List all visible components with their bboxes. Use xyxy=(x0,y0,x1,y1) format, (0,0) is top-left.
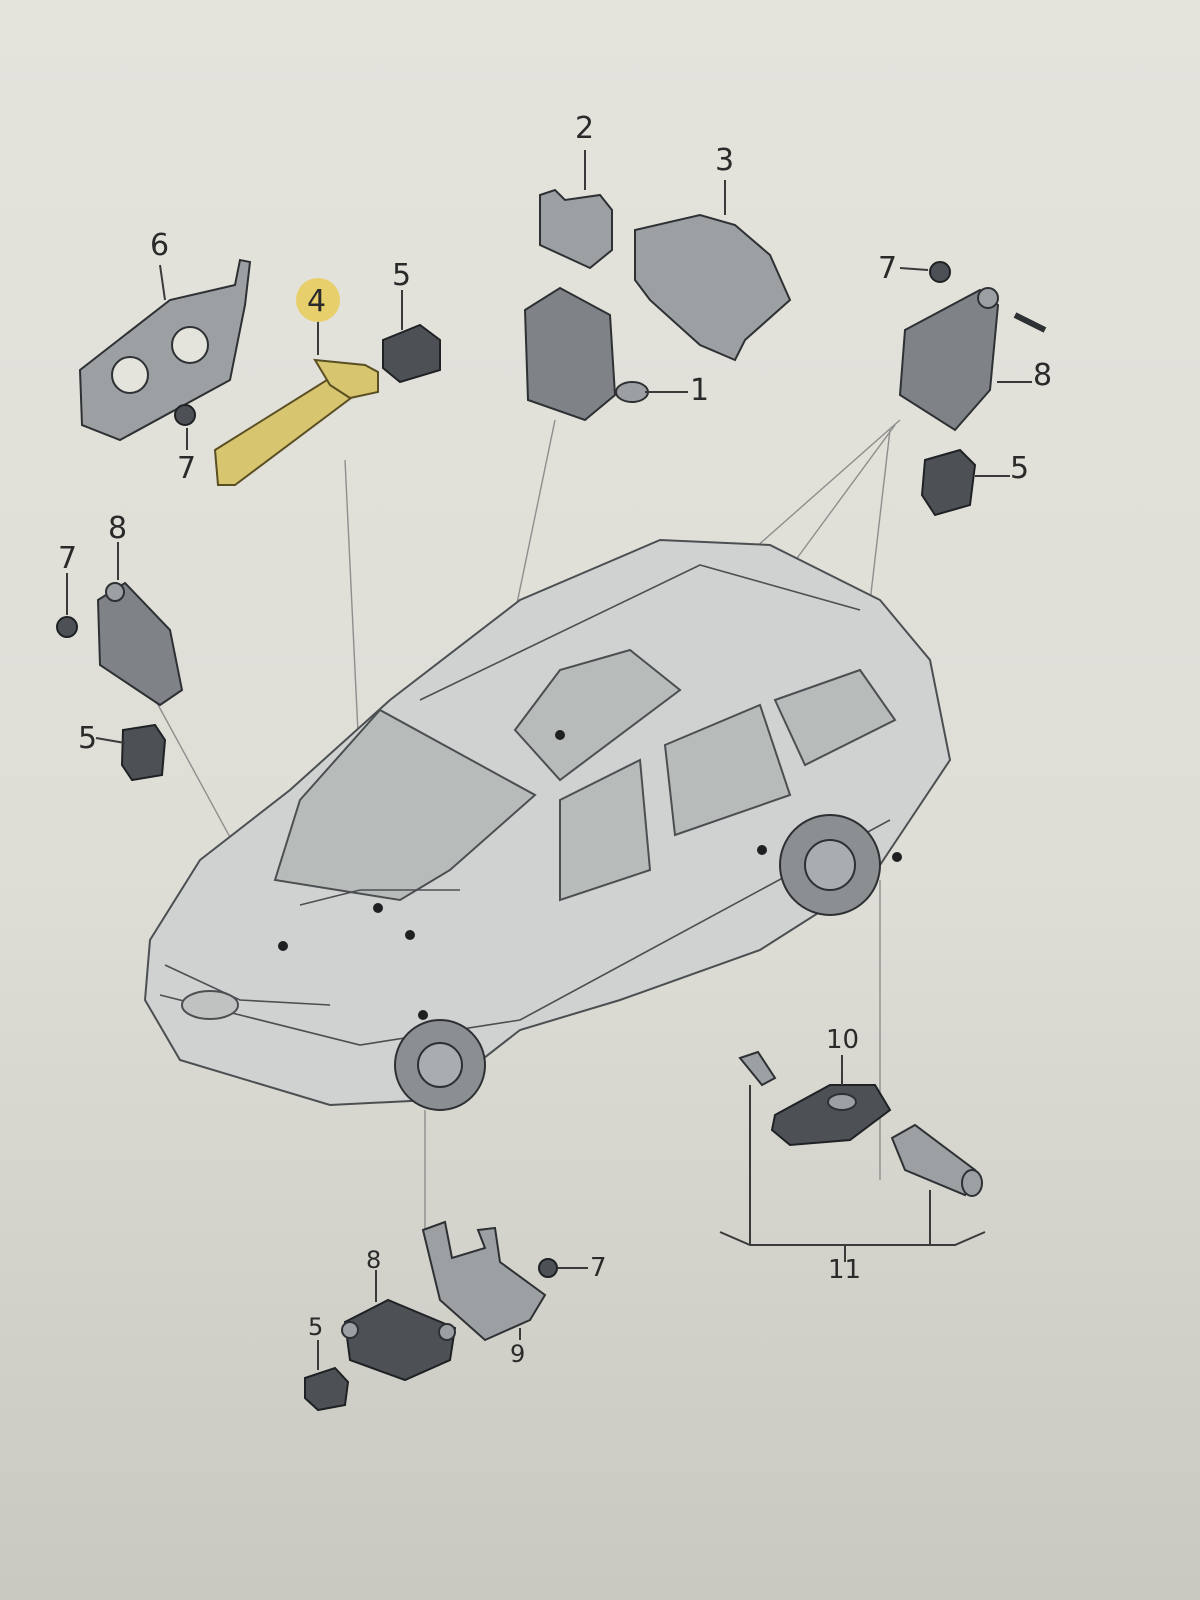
callout-1: 1 xyxy=(690,373,709,408)
part-8-receiver-left[interactable] xyxy=(96,581,184,707)
part-9-bracket-bottom[interactable] xyxy=(421,1220,547,1342)
callout-5-left: 5 xyxy=(78,721,97,756)
part-3-holder[interactable] xyxy=(634,213,792,362)
part-7-nut-bottom[interactable] xyxy=(538,1258,558,1278)
callout-11: 11 xyxy=(828,1255,861,1285)
callout-8-bottom: 8 xyxy=(366,1246,381,1274)
part-8-receiver-right[interactable] xyxy=(898,287,1047,432)
callout-7-top-right: 7 xyxy=(878,251,897,286)
callout-4-highlight xyxy=(296,278,340,322)
part-5-connector-left[interactable] xyxy=(120,723,167,782)
callout-labels: 2 3 6 4 5 7 1 7 8 5 8 7 5 10 11 8 5 7 9 xyxy=(58,111,1052,1368)
callout-7-bottom: 7 xyxy=(590,1253,607,1283)
part-2-cover[interactable] xyxy=(539,188,613,270)
callout-7-left: 7 xyxy=(58,541,77,576)
part-5-connector-top[interactable] xyxy=(382,323,441,384)
callout-8-right: 8 xyxy=(1033,358,1052,393)
part-4-highlighted-module[interactable] xyxy=(213,358,379,486)
part-8-receiver-bottom[interactable] xyxy=(341,1298,457,1382)
part-5-connector-bottom[interactable] xyxy=(304,1366,350,1412)
part-1-control-unit[interactable] xyxy=(523,286,649,422)
part-7-nut-top-left[interactable] xyxy=(174,404,196,426)
leader-lines xyxy=(66,150,1032,1370)
callout-2: 2 xyxy=(575,111,594,146)
callout-3: 3 xyxy=(715,143,734,178)
part-11-bracket-line xyxy=(719,1085,986,1262)
car-illustration xyxy=(143,538,952,1111)
part-10-tire-pressure-sensor[interactable] xyxy=(738,1050,983,1197)
callout-5-top: 5 xyxy=(392,258,411,293)
callout-9: 9 xyxy=(510,1340,525,1368)
callout-10: 10 xyxy=(826,1025,859,1055)
callout-5-right: 5 xyxy=(1010,451,1029,486)
part-5-connector-right[interactable] xyxy=(920,448,977,517)
callout-8-left: 8 xyxy=(108,511,127,546)
part-7-nut-top-right[interactable] xyxy=(929,261,951,283)
part-7-nut-left[interactable] xyxy=(56,616,78,638)
part-6-bracket[interactable] xyxy=(78,258,252,442)
callout-4: 4 xyxy=(307,284,326,319)
callout-5-bottom: 5 xyxy=(308,1313,323,1341)
callout-6: 6 xyxy=(150,228,169,263)
callout-7-top-left: 7 xyxy=(177,451,196,486)
